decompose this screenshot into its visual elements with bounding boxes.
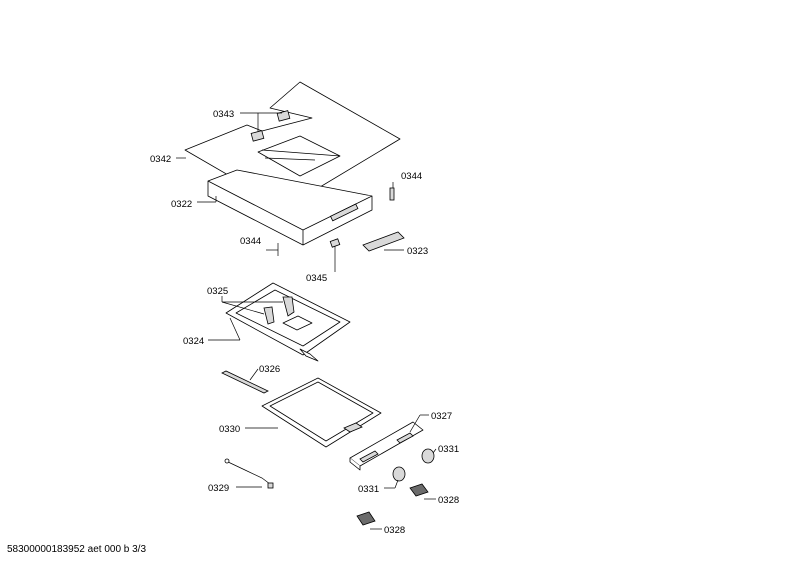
cable [224, 458, 274, 489]
label-0344-right: 0344 [401, 171, 422, 182]
inner-frame [225, 282, 351, 362]
label-0324: 0324 [183, 336, 204, 347]
small-square-part [329, 238, 341, 248]
part-labels: 0343 0342 0344 0322 0344 0345 0323 0325 … [150, 109, 459, 536]
control-panel [349, 421, 424, 471]
knob-left [392, 466, 406, 482]
terminal-block-b [356, 511, 376, 526]
label-0326: 0326 [259, 364, 280, 375]
label-0345: 0345 [306, 273, 327, 284]
switch-bar [362, 231, 405, 252]
knob-right [421, 448, 435, 464]
hood-housing [207, 169, 373, 246]
label-0328-bottom: 0328 [384, 525, 405, 536]
document-footer-id: 58300000183952 aet 000 b 3/3 [7, 544, 146, 555]
label-0328-right: 0328 [438, 495, 459, 506]
label-0342: 0342 [150, 154, 171, 165]
pin-right [389, 187, 395, 201]
label-0323: 0323 [407, 246, 428, 257]
label-0325: 0325 [207, 286, 228, 297]
grease-filter [261, 377, 382, 448]
label-0343: 0343 [213, 109, 234, 120]
label-0331-left: 0331 [358, 484, 379, 495]
label-0344-left: 0344 [240, 236, 261, 247]
leader-lines [176, 112, 437, 530]
label-0330: 0330 [219, 424, 240, 435]
label-0331-right: 0331 [438, 444, 459, 455]
label-0329: 0329 [208, 483, 229, 494]
label-0327: 0327 [431, 411, 452, 422]
terminal-block-a [409, 483, 429, 497]
rail [221, 370, 269, 394]
label-0322: 0322 [171, 199, 192, 210]
